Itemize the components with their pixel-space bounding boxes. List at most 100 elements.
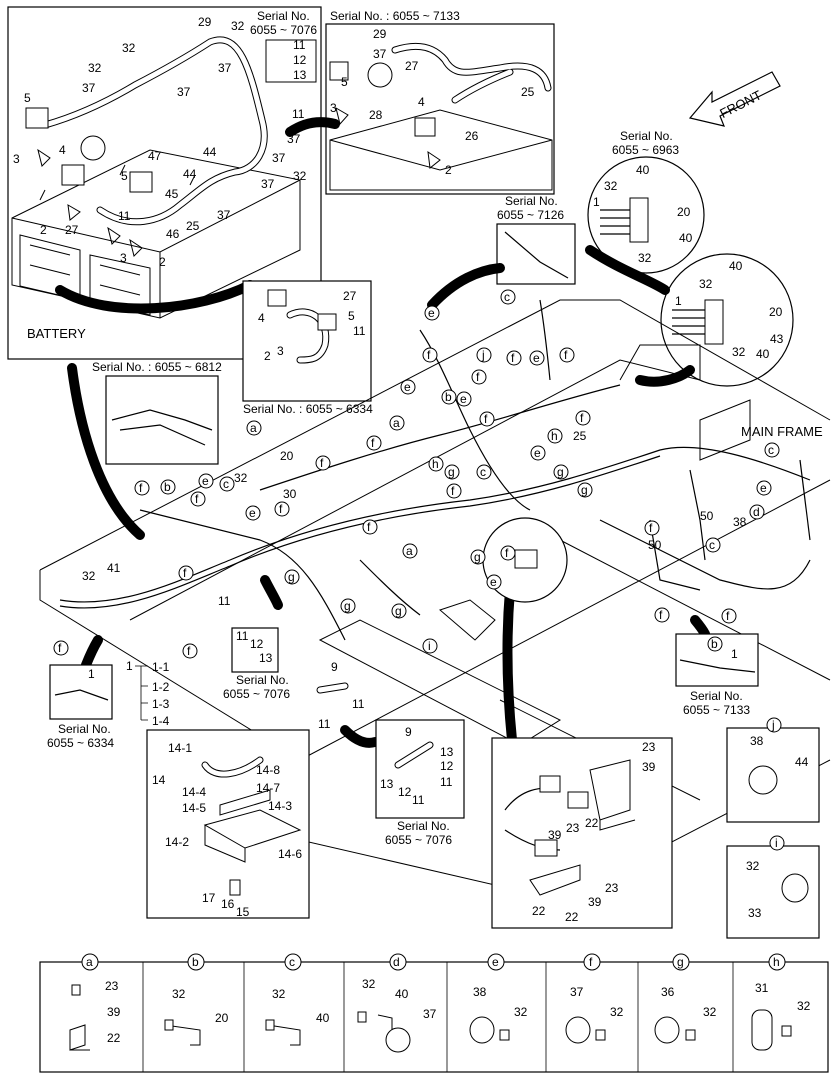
svg-text:f: f [427,348,431,362]
detail-circle-drawings [600,197,724,345]
svg-text:c: c [480,465,486,479]
svg-text:1: 1 [126,659,133,673]
svg-text:40: 40 [679,231,693,245]
svg-text:11: 11 [218,594,231,608]
svg-text:e: e [404,380,411,394]
svg-text:22: 22 [585,816,599,830]
svg-text:14-8: 14-8 [256,763,280,777]
inset-bottom-left [49,664,113,720]
svg-text:30: 30 [283,487,297,501]
svg-text:f: f [58,641,62,655]
svg-text:32: 32 [797,999,811,1013]
svg-text:f: f [580,411,584,425]
svg-text:11: 11 [352,697,365,711]
leader-arc-right [585,245,670,295]
svg-text:12: 12 [293,53,307,67]
svg-text:5: 5 [341,75,348,89]
svg-text:25: 25 [521,85,535,99]
svg-text:12: 12 [398,785,412,799]
svg-text:45: 45 [165,187,179,201]
legend-item-d: d 32 40 37 [357,953,437,1053]
svg-text:37: 37 [423,1007,437,1021]
inset-6812-frame [105,375,219,465]
svg-text:14-6: 14-6 [278,847,302,861]
inset-center3-frame [375,719,465,819]
serial-note-right2-line1: Serial No. [690,689,743,703]
svg-text:41: 41 [107,561,121,575]
svg-text:25: 25 [186,219,200,233]
serial-note-bottom-left-line1: Serial No. [58,722,111,736]
svg-text:h: h [773,955,780,969]
svg-text:40: 40 [395,987,409,1001]
svg-text:11: 11 [440,775,453,789]
svg-text:e: e [460,392,467,406]
svg-text:32: 32 [362,977,376,991]
svg-text:g: g [677,955,684,969]
serial-note-right1-line2: 6055 ~ 6963 [612,143,679,157]
detail-i-part1: 32 [746,859,760,873]
inset-group14-drawing [201,756,302,896]
svg-text:11: 11 [318,717,331,731]
svg-text:g: g [557,465,564,479]
svg-text:44: 44 [183,167,197,181]
svg-text:22: 22 [107,1031,121,1045]
svg-text:32: 32 [172,987,186,1001]
svg-text:c: c [709,538,715,552]
svg-text:e: e [760,481,767,495]
svg-text:46: 46 [166,227,180,241]
svg-text:20: 20 [215,1011,229,1025]
leader-arc-center [260,575,283,610]
svg-text:9: 9 [405,725,412,739]
svg-text:31: 31 [755,981,769,995]
svg-text:9: 9 [331,660,338,674]
svg-text:13: 13 [440,745,454,759]
svg-text:36: 36 [661,985,675,999]
svg-text:f: f [371,436,375,450]
legend-item-e: e 38 32 [469,953,528,1044]
main-frame-label: MAIN FRAME [741,424,823,439]
svg-text:26: 26 [465,129,479,143]
mid-detail-wire [504,231,569,279]
svg-text:j: j [481,348,485,362]
svg-text:e: e [249,506,256,520]
svg-text:d: d [393,955,400,969]
svg-text:22: 22 [532,904,546,918]
svg-text:28: 28 [369,108,383,122]
svg-text:2: 2 [159,255,166,269]
svg-text:2: 2 [40,223,47,237]
svg-text:23: 23 [642,740,656,754]
svg-text:1-1: 1-1 [152,660,170,674]
svg-text:12: 12 [250,637,264,651]
serial-note-top-left-line2: 6055 ~ 7076 [250,23,317,37]
svg-text:f: f [511,351,515,365]
svg-text:14-2: 14-2 [165,835,189,849]
svg-text:32: 32 [638,251,652,265]
svg-text:c: c [223,477,229,491]
serial-note-mid1-line2: 6055 ~ 7126 [497,208,564,222]
svg-text:e: e [490,575,497,589]
svg-text:f: f [649,521,653,535]
serial-note-top-left-line1: Serial No. [257,9,310,23]
detail-i-letter: i [775,836,778,850]
svg-text:37: 37 [373,47,387,61]
svg-text:5: 5 [348,309,355,323]
svg-text:32: 32 [293,169,307,183]
detail-i-part2: 33 [748,906,762,920]
svg-text:f: f [726,609,730,623]
svg-text:3: 3 [120,251,127,265]
svg-text:14-4: 14-4 [182,785,206,799]
svg-text:37: 37 [82,81,96,95]
svg-text:5: 5 [24,91,31,105]
leader-arc-br [690,615,710,639]
svg-text:3: 3 [330,101,337,115]
svg-text:37: 37 [218,61,232,75]
svg-text:f: f [183,566,187,580]
detail-j-clamp [748,765,778,795]
svg-text:32: 32 [699,277,713,291]
svg-text:32: 32 [122,41,136,55]
svg-text:4: 4 [59,143,66,157]
svg-text:4: 4 [258,311,265,325]
